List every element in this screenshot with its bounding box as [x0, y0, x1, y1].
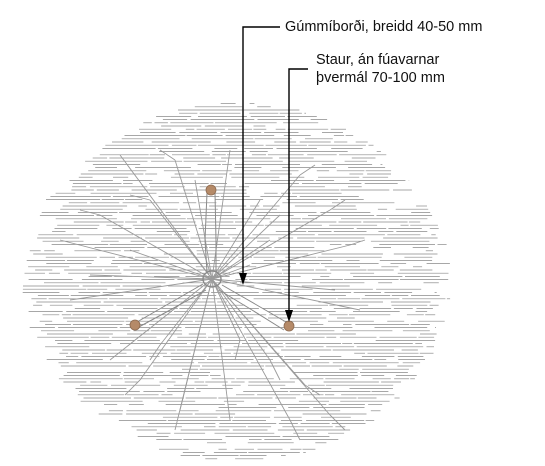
root-line — [211, 278, 241, 341]
root-line — [211, 278, 231, 421]
callout-rubber-strap-label: Gúmmíborði, breidd 40-50 mm — [285, 19, 483, 35]
stake-cross-section-icon — [205, 184, 217, 196]
rubber-strap-lines — [136, 192, 287, 331]
root-line — [119, 154, 213, 280]
callout-stake-line2: þvermál 70-100 mm — [316, 70, 445, 86]
root-line — [211, 278, 331, 416]
root-line — [211, 254, 311, 280]
root-line — [59, 239, 213, 280]
root-line — [89, 274, 213, 280]
root-line — [194, 179, 213, 280]
root-line — [139, 278, 213, 381]
root-line — [149, 199, 213, 280]
root-line — [211, 149, 231, 280]
root-line — [211, 239, 271, 280]
root-line — [129, 194, 151, 201]
root-line — [269, 359, 281, 381]
tree-trunk-icon — [202, 270, 222, 288]
root-line — [304, 384, 321, 396]
root-line — [149, 344, 161, 361]
tree-root-lines — [59, 149, 366, 441]
root-line — [289, 419, 301, 441]
root-line — [159, 149, 176, 161]
root-line — [124, 379, 141, 396]
root-line — [211, 214, 281, 280]
root-line — [211, 174, 301, 280]
root-line — [211, 199, 261, 280]
strap-to-west-stake — [136, 283, 207, 329]
root-line — [211, 278, 336, 291]
root-line — [234, 339, 241, 361]
root-line — [179, 389, 186, 411]
strap-to-east-stake — [218, 284, 287, 331]
root-line — [211, 278, 271, 361]
root-line — [99, 214, 213, 280]
leader-rubber-strap — [239, 26, 280, 285]
callout-stake-line1: Staur, án fúavarnar — [316, 52, 440, 68]
leader-stake — [285, 68, 308, 322]
root-line — [79, 209, 101, 216]
root-line — [329, 199, 346, 211]
root-line — [69, 278, 213, 301]
stake-cross-section-icon — [283, 320, 295, 332]
callout-stake-label: Staur, án fúavarnar þvermál 70-100 mm — [316, 51, 445, 87]
root-line — [211, 278, 291, 421]
stake-cross-section-icon — [129, 319, 141, 331]
root-line — [109, 278, 213, 361]
root-line — [299, 164, 316, 176]
root-line — [211, 278, 361, 311]
root-line — [129, 249, 213, 280]
strap-to-north-stake — [204, 192, 217, 273]
root-line — [349, 239, 366, 246]
root-line — [159, 278, 213, 346]
root-line — [211, 209, 331, 280]
root-line — [329, 414, 346, 431]
